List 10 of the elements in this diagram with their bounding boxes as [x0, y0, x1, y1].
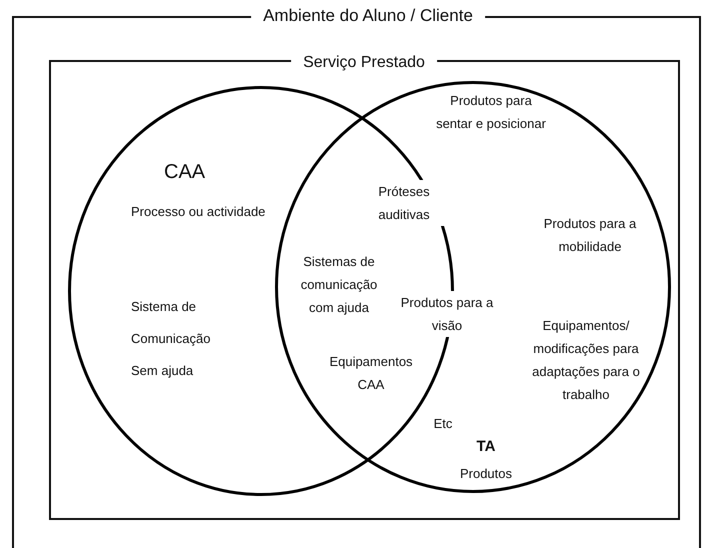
frame-title: Serviço Prestado [291, 53, 437, 73]
item-text: Produtos para sentar e posicionar [435, 92, 547, 133]
item-text: Equipamentos/ modificações para adaptações para o trabalho [531, 317, 641, 404]
item-text: Etc [432, 415, 454, 433]
set-title: TA [476, 437, 496, 457]
item-text: Produtos para a mobilidade [542, 215, 638, 256]
set-title: CAA [164, 160, 206, 185]
item-text: Produtos [458, 465, 514, 483]
item-text: Sistema de Comunicação Sem ajuda [131, 298, 212, 380]
item-text: Processo ou actividade [131, 203, 266, 221]
